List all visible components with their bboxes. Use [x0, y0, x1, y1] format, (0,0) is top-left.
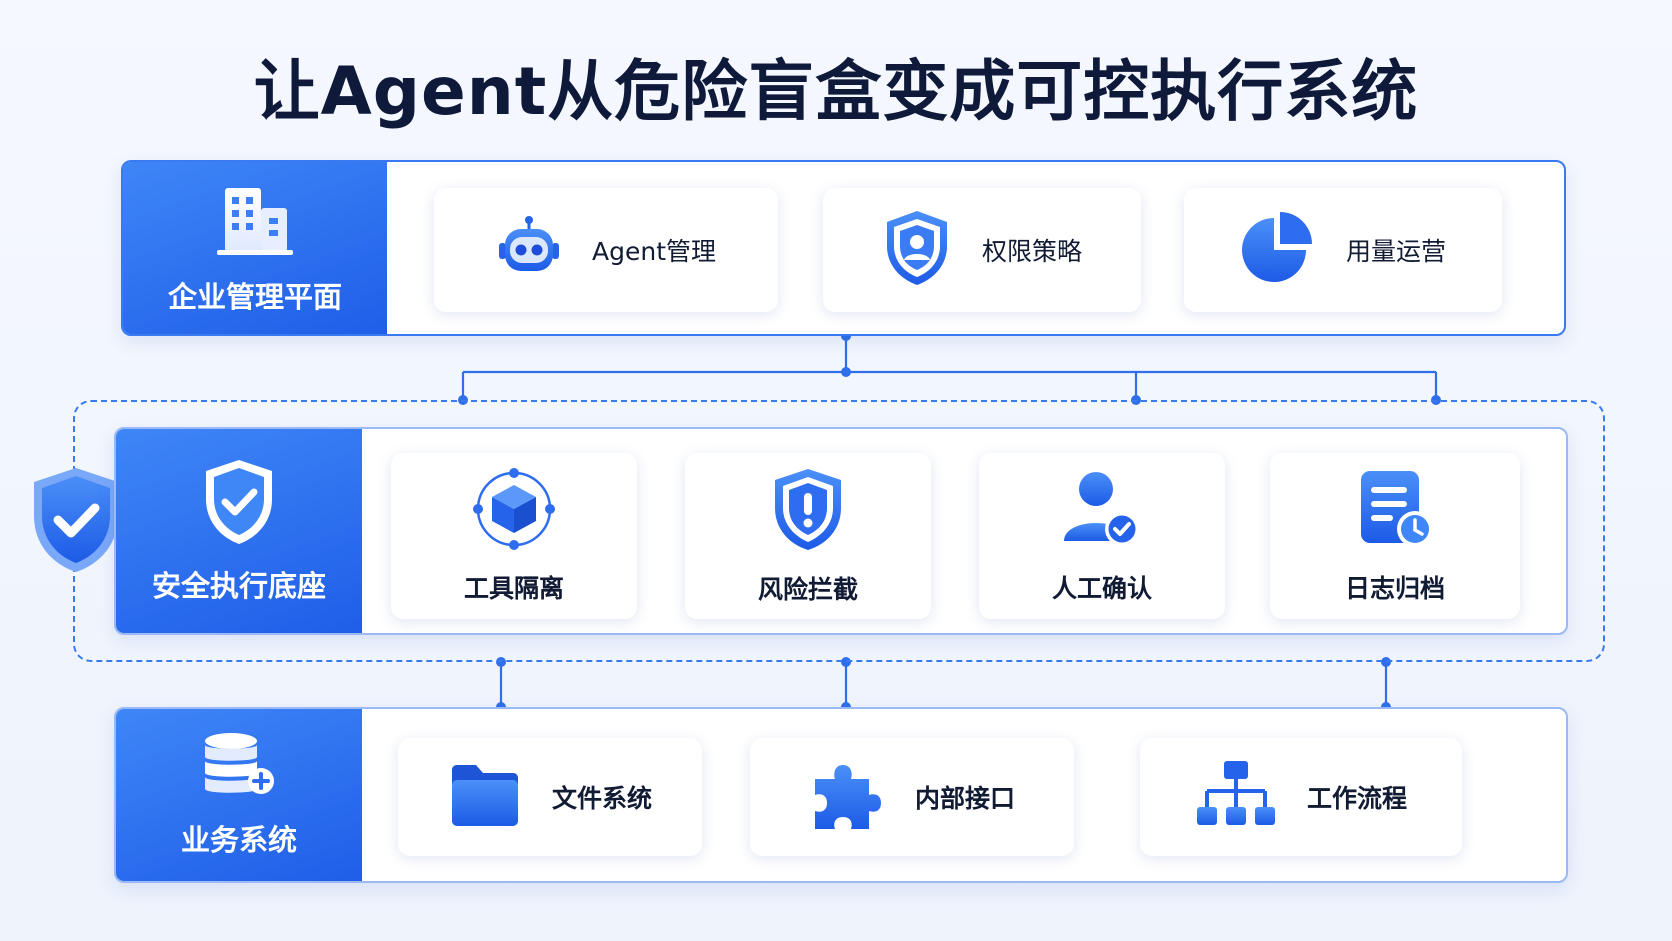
card-log-archive-label: 日志归档 — [1344, 574, 1445, 603]
org-chart-icon — [1195, 759, 1277, 835]
card-risk-interception-label: 风险拦截 — [757, 575, 858, 604]
database-plus-icon — [201, 731, 277, 805]
page-title: 让Agent从危险盲盒变成可控执行系统 — [253, 53, 1419, 130]
layer-security: 安全执行底座 工具隔离 风险拦截 — [114, 427, 1568, 635]
card-manual-confirmation[interactable]: 人工确认 — [979, 453, 1225, 619]
cube-orbit-icon — [472, 467, 556, 555]
layer-security-header: 安全执行底座 — [116, 429, 362, 633]
layer-enterprise-label: 企业管理平面 — [167, 280, 342, 314]
user-check-icon — [1060, 467, 1144, 555]
card-log-archive[interactable]: 日志归档 — [1270, 453, 1520, 619]
card-permission-policy-label: 权限策略 — [981, 237, 1082, 266]
log-clock-icon — [1353, 467, 1437, 555]
layer-business: 业务系统 文件系统 内部接口 工作流程 — [114, 707, 1568, 883]
pie-chart-icon — [1240, 210, 1316, 290]
shield-check-icon — [202, 457, 276, 551]
robot-icon — [496, 215, 562, 285]
card-internal-api-label: 内部接口 — [914, 784, 1015, 813]
card-agent-management[interactable]: Agent管理 — [434, 188, 778, 312]
card-usage-operations-label: 用量运营 — [1345, 237, 1446, 266]
card-workflow-label: 工作流程 — [1306, 784, 1407, 813]
puzzle-icon — [809, 757, 885, 837]
card-file-system-label: 文件系统 — [551, 784, 652, 813]
card-file-system[interactable]: 文件系统 — [398, 738, 702, 856]
folder-icon — [448, 762, 522, 832]
card-tool-isolation-label: 工具隔离 — [463, 574, 564, 603]
card-tool-isolation[interactable]: 工具隔离 — [391, 453, 637, 619]
building-icon — [215, 180, 295, 262]
card-permission-policy[interactable]: 权限策略 — [823, 188, 1141, 312]
shield-alert-icon — [771, 466, 845, 556]
card-risk-interception[interactable]: 风险拦截 — [685, 453, 931, 619]
shield-user-icon — [882, 208, 952, 292]
layer-enterprise: 企业管理平面 Agent管理 — [121, 160, 1566, 336]
card-usage-operations[interactable]: 用量运营 — [1184, 188, 1502, 312]
layer-security-label: 安全执行底座 — [151, 569, 326, 603]
card-workflow[interactable]: 工作流程 — [1140, 738, 1462, 856]
shield-check-badge-icon — [28, 464, 124, 580]
card-internal-api[interactable]: 内部接口 — [750, 738, 1074, 856]
card-manual-confirmation-label: 人工确认 — [1051, 574, 1152, 603]
layer-business-header: 业务系统 — [116, 709, 362, 881]
card-agent-management-label: Agent管理 — [592, 237, 716, 266]
layer-enterprise-header: 企业管理平面 — [123, 162, 387, 334]
layer-business-label: 业务系统 — [180, 823, 297, 857]
